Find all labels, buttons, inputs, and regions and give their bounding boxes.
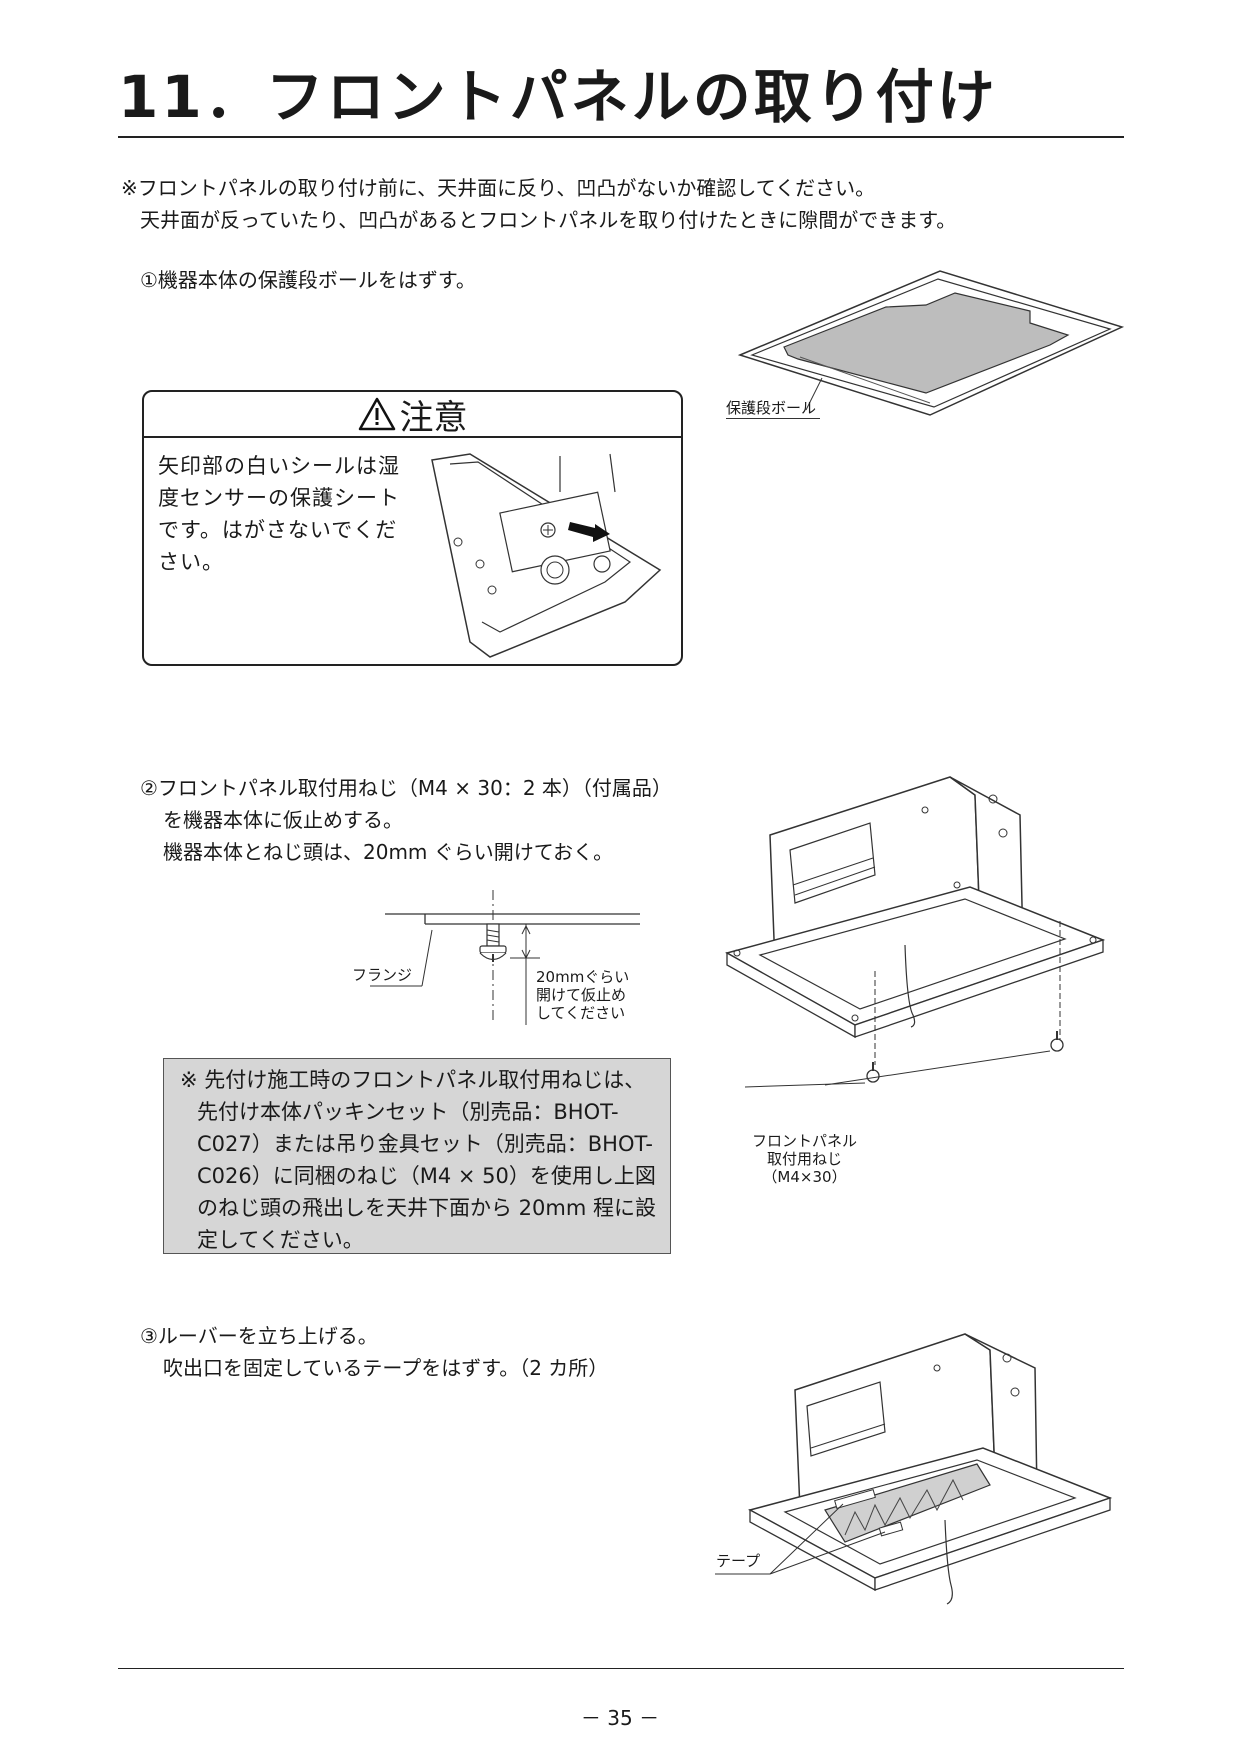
note-line-6: 定してください。 xyxy=(197,1228,364,1252)
note-line-2: 先付け本体パッキンセット（別売品：BHOT- xyxy=(197,1100,619,1124)
flange-screw-diagram xyxy=(370,890,640,1025)
note-line-4: C026）に同梱のねじ（M4 × 50）を使用し上図 xyxy=(197,1164,656,1188)
note-box xyxy=(163,1058,671,1254)
screw-label: フロントパネル 取付用ねじ （M4×30） xyxy=(752,1132,858,1186)
tape-label: テープ xyxy=(716,1552,761,1570)
page-title: 11．フロントパネルの取り付け xyxy=(118,63,998,131)
step1-text: ①機器本体の保護段ボールをはずす。 xyxy=(140,268,476,292)
step2-line-1: ②フロントパネル取付用ねじ（M4 × 30：2 本）（付属品） xyxy=(140,776,672,800)
step2-line-3: 機器本体とねじ頭は、20mm ぐらい開けておく。 xyxy=(163,840,614,864)
step3-line-2: 吹出口を固定しているテープをはずす。（2 カ所） xyxy=(163,1356,609,1380)
cardboard-figure xyxy=(737,270,1125,416)
flange-label: フランジ xyxy=(352,966,413,984)
caution-box xyxy=(142,390,683,666)
caution-line-4: さい。 xyxy=(158,550,224,574)
note-line-3: C027）または吊り金具セット（別売品：BHOT- xyxy=(197,1132,653,1156)
humidity-sensor-figure xyxy=(431,453,662,658)
caution-text: 矢印部の白いシールは湿 度センサーの保護シート です。はがさないでくだ さい。 xyxy=(158,450,400,578)
caution-line-3: です。はがさないでくだ xyxy=(158,518,398,542)
cardboard-label: 保護段ボール xyxy=(726,399,821,419)
note-line-5: のねじ頭の飛出しを天井下面から 20mm 程に設 xyxy=(197,1196,656,1220)
caution-line-2: 度センサーの保護シート xyxy=(158,486,400,510)
intro-line-2: 天井面が反っていたり、凹凸があるとフロントパネルを取り付けたときに隙間ができます… xyxy=(140,208,957,232)
page-number: － 35 － xyxy=(580,1706,660,1730)
warning-icon xyxy=(358,397,395,431)
footer-divider xyxy=(118,1668,1124,1669)
intro-line-1: ※フロントパネルの取り付け前に、天井面に反り、凹凸がないか確認してください。 xyxy=(121,176,876,200)
unit-with-screws-figure xyxy=(725,776,1106,1088)
title-divider xyxy=(118,136,1124,138)
caution-header: 注意 xyxy=(144,392,681,438)
caution-line-1: 矢印部の白いシールは湿 xyxy=(158,454,400,478)
louver-tape-figure xyxy=(715,1333,1113,1605)
caution-title: 注意 xyxy=(399,397,468,438)
gap-label: 20mmぐらい 開けて仮止め してください xyxy=(536,968,630,1022)
step2-line-2: を機器本体に仮止めする。 xyxy=(163,808,403,832)
step3-line-1: ③ルーバーを立ち上げる。 xyxy=(140,1324,378,1348)
note-line-1: ※ 先付け施工時のフロントパネル取付用ねじは、 xyxy=(180,1068,646,1092)
